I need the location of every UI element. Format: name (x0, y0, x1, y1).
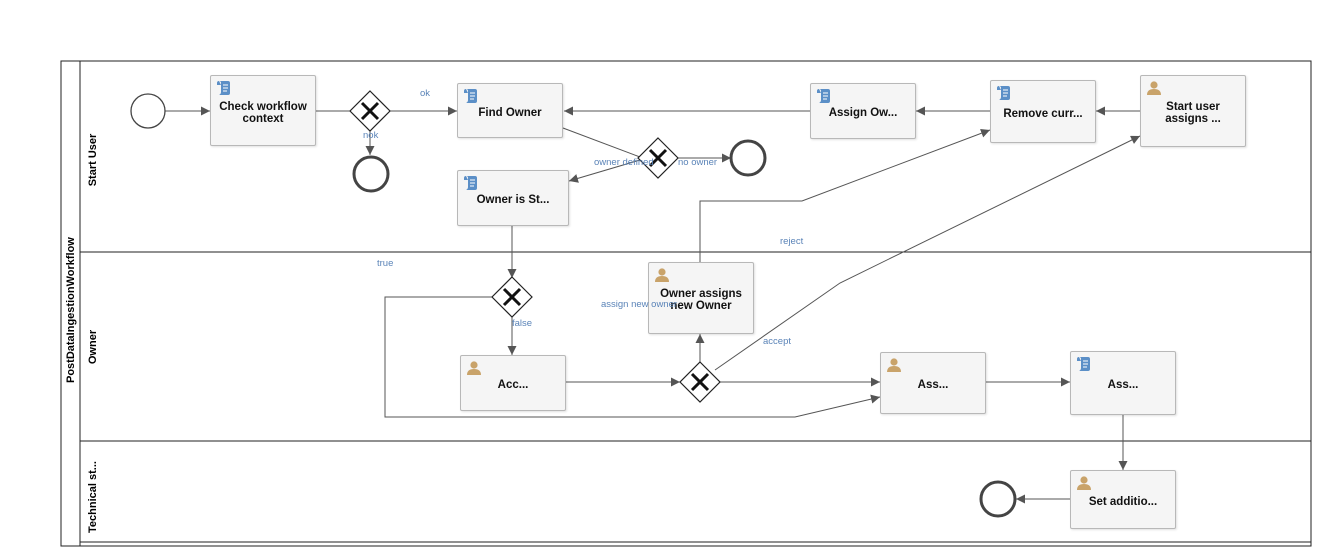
script-icon (464, 89, 477, 103)
close-icon (502, 287, 522, 307)
flow-find-to-gateway2[interactable] (562, 127, 641, 158)
task-label: Owner assigns new Owner (660, 288, 742, 312)
lane-label-owner: Owner (87, 329, 99, 365)
script-icon (817, 89, 830, 103)
close-icon (360, 101, 380, 121)
close-icon (690, 372, 710, 392)
task-assign-owner[interactable]: Assign Ow... (810, 83, 916, 139)
task-owner-is-start-user[interactable]: Owner is St... (457, 170, 569, 226)
flow-true[interactable] (384, 296, 881, 418)
flow-owner-defined[interactable] (568, 159, 641, 183)
task-label: Start user assigns ... (1165, 101, 1221, 125)
task-remove-current[interactable]: Remove curr... (990, 80, 1096, 143)
exclusive-gateway-1[interactable] (349, 90, 391, 132)
task-start-user-assigns[interactable]: Start user assigns ... (1140, 75, 1246, 147)
flow-accept[interactable] (714, 135, 1141, 371)
lane-label-start-user: Start User (87, 133, 99, 187)
user-icon (655, 268, 669, 282)
user-icon (1077, 476, 1091, 490)
task-find-owner[interactable]: Find Owner (457, 83, 563, 138)
task-owner-assigns-new-owner[interactable]: Owner assigns new Owner (648, 262, 754, 334)
flow-label-no-owner: no owner (678, 157, 718, 168)
exclusive-gateway-3[interactable] (491, 276, 533, 318)
task-label: Remove curr... (1003, 107, 1083, 120)
task-check-workflow-context[interactable]: Check workflow context (210, 75, 316, 146)
script-icon (217, 81, 230, 95)
task-label: Find Owner (478, 106, 542, 119)
end-event-nok[interactable] (352, 155, 390, 193)
script-icon (1077, 357, 1090, 371)
exclusive-gateway-2[interactable] (637, 137, 679, 179)
flow-label-assign-new-owner: assign new owner (601, 299, 678, 310)
lane-label-technical: Technical st... (87, 461, 99, 533)
task-label: Owner is St... (476, 194, 550, 206)
sequence-flows (165, 106, 1141, 504)
task-accept[interactable]: Acc... (460, 355, 566, 411)
flow-label-owner-defined: owner defined (594, 157, 654, 168)
script-icon (997, 86, 1010, 100)
lane-border-technical (79, 440, 1312, 543)
close-icon (648, 148, 668, 168)
user-icon (467, 361, 481, 375)
flow-label-reject: reject (780, 236, 804, 247)
flow-label-true: true (377, 258, 394, 269)
user-icon (887, 358, 901, 372)
task-label: Ass... (917, 379, 949, 391)
task-set-additional[interactable]: Set additio... (1070, 470, 1176, 529)
flow-label-ok: ok (420, 88, 431, 99)
flow-label-nok: nok (363, 130, 379, 141)
flow-label-false: false (512, 318, 533, 329)
flow-label-accept: accept (763, 336, 791, 347)
script-icon (464, 176, 477, 190)
task-label: Assign Ow... (828, 107, 898, 119)
exclusive-gateway-4[interactable] (679, 361, 721, 403)
end-event-no-owner[interactable] (729, 139, 767, 177)
task-label: Set additio... (1088, 495, 1158, 508)
end-event-final[interactable] (979, 480, 1017, 518)
user-icon (1147, 81, 1161, 95)
pool-label: PostDataIngestionWorkflow (65, 237, 77, 383)
task-label: Ass... (1107, 379, 1139, 391)
task-label: Acc... (497, 379, 529, 391)
start-event[interactable] (130, 93, 166, 129)
task-assign-script[interactable]: Ass... (1070, 351, 1176, 415)
flow-reject[interactable] (699, 128, 991, 262)
task-assign-user[interactable]: Ass... (880, 352, 986, 414)
task-label: Check workflow context (219, 100, 307, 125)
